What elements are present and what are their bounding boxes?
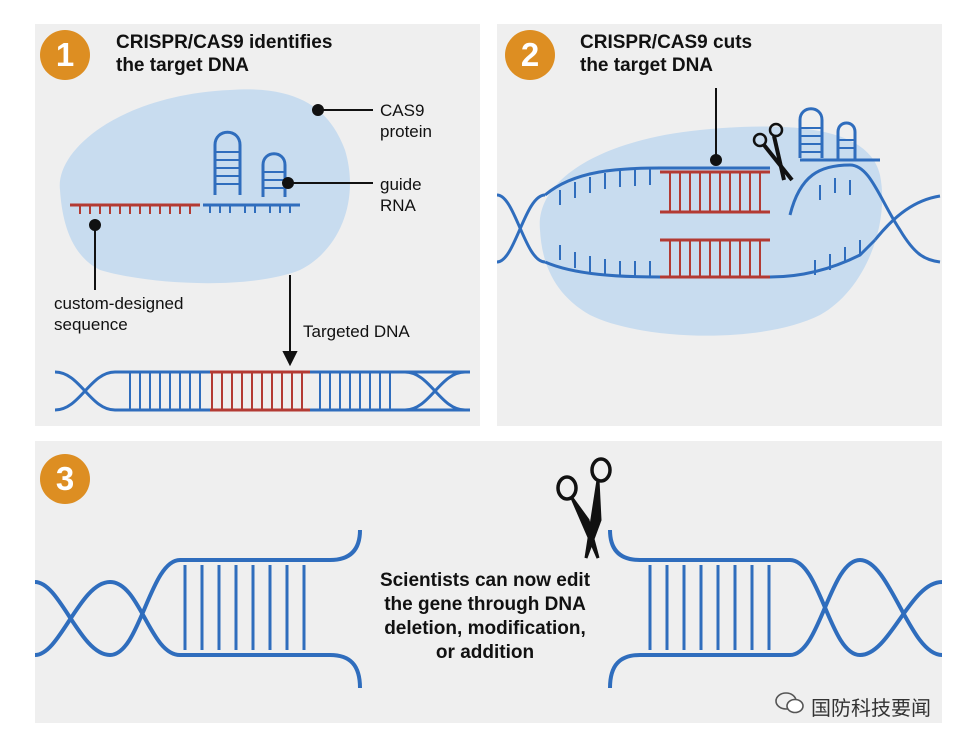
caption-line2: the gene through DNA: [384, 594, 586, 615]
custom-label-line1: custom-designed: [54, 294, 184, 313]
panel1-title-line2: the target DNA: [116, 55, 250, 76]
cas9-protein-shape: [59, 89, 350, 284]
cut-leader: [710, 88, 722, 166]
dna-right-end: [608, 529, 943, 689]
custom-sequence: [70, 203, 200, 214]
scissors-icon-small: [752, 122, 794, 182]
panel1-title-line1: CRISPR/CAS9 identifies: [116, 32, 333, 53]
targeted-dna-label: Targeted DNA: [303, 322, 410, 341]
guide-rna: [203, 130, 300, 213]
cas9-label-line2: protein: [380, 122, 432, 141]
step-badge-1: 1: [40, 30, 90, 80]
scissors-icon: [556, 457, 612, 559]
cas9-protein-shape-2: [539, 126, 883, 336]
panel3-caption: Scientists can now edit the gene through…: [330, 569, 640, 665]
wechat-icon: [775, 691, 805, 721]
step-badge-3: 3: [40, 454, 90, 504]
custom-label-line2: sequence: [54, 315, 128, 334]
cas9-label-line1: CAS9: [380, 101, 425, 120]
watermark-text: 国防科技要闻: [811, 697, 931, 720]
step-badge-2: 2: [505, 30, 555, 80]
panel2-title: CRISPR/CAS9 cuts the target DNA: [580, 31, 752, 77]
guide-label-line1: guide: [380, 175, 422, 194]
caption-line1: Scientists can now edit: [379, 570, 591, 591]
caption-line3: deletion, modification,: [384, 618, 586, 639]
targeted-dna: [54, 370, 470, 412]
cas9-label: CAS9 protein: [380, 100, 432, 142]
target-red-2: [660, 170, 770, 279]
leader-lines: [89, 104, 373, 367]
guide-label-line2: RNA: [380, 196, 416, 215]
dna-opened: [496, 107, 941, 279]
watermark: 国防科技要闻: [775, 691, 931, 721]
custom-sequence-label: custom-designed sequence: [54, 293, 183, 335]
panel2-title-line1: CRISPR/CAS9 cuts: [580, 32, 753, 53]
caption-line4: or addition: [435, 642, 535, 663]
panel2-title-line2: the target DNA: [580, 55, 714, 76]
guide-rna-label: guide RNA: [380, 174, 422, 216]
panel1-title: CRISPR/CAS9 identifies the target DNA: [116, 31, 332, 77]
dna-left-end: [34, 529, 362, 689]
